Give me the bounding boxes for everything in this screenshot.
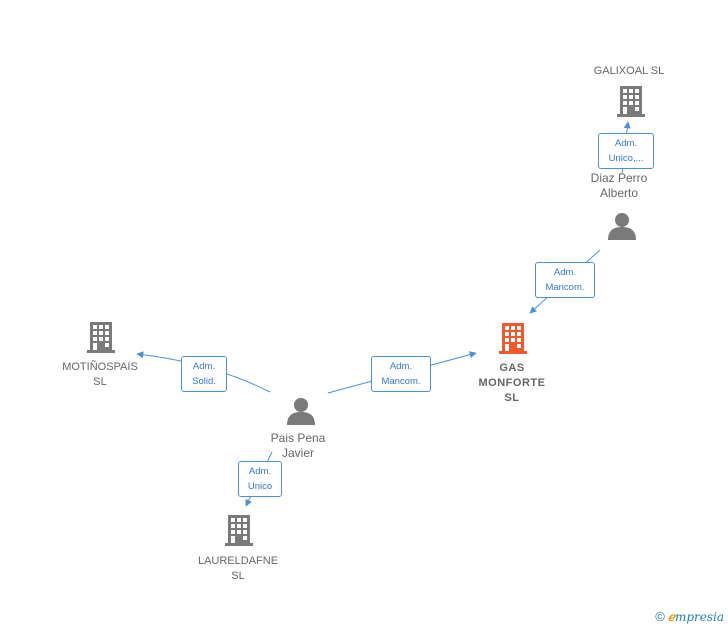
laureldafne-name-line2: SL <box>231 570 245 582</box>
edge-label-diaz-galixoal[interactable]: Adm. Unico,... <box>598 133 654 169</box>
edge-label-line1: Adm. <box>192 361 216 372</box>
diaz-perro-name-line1: Diaz Perro <box>590 171 648 185</box>
pais-pena-label[interactable]: Pais Pena Javier <box>271 431 326 461</box>
edge-label-line2: Unico <box>247 481 273 492</box>
gas-monforte-name-line3: SL <box>504 392 520 404</box>
edge-label-line2: Solid. <box>192 376 216 387</box>
motinospais-label[interactable]: MOTIÑOSPAIS SL <box>62 360 138 390</box>
edge-label-diaz-gas[interactable]: Adm. Mancom. <box>535 262 595 298</box>
diaz-perro-name-line2: Alberto <box>599 186 639 200</box>
pais-pena-person-icon[interactable] <box>287 398 315 425</box>
edge-label-pais-laureldafne[interactable]: Adm. Unico <box>238 461 282 497</box>
gas-monforte-label[interactable]: GAS MONFORTE SL <box>479 361 546 406</box>
edge-label-line2: Unico,... <box>608 153 644 164</box>
copyright-symbol: © <box>655 609 665 624</box>
diaz-perro-person-icon[interactable] <box>608 213 636 240</box>
laureldafne-building-icon[interactable] <box>225 515 253 546</box>
motinospais-name-line1: MOTIÑOSPAIS <box>62 361 138 373</box>
edge-label-line1: Adm. <box>248 466 272 477</box>
empresia-logo[interactable]: ©ℯmpresia <box>655 609 724 624</box>
laureldafne-name-line1: LAURELDAFNE <box>197 555 279 567</box>
motinospais-building-icon[interactable] <box>87 322 115 353</box>
edge-label-line1: Adm. <box>614 138 638 149</box>
galixoal-name: GALIXOAL SL <box>593 65 665 77</box>
pais-pena-name-line1: Pais Pena <box>270 431 326 445</box>
galixoal-building-icon[interactable] <box>617 86 645 117</box>
edge-label-pais-gas[interactable]: Adm. Mancom. <box>371 356 431 392</box>
motinospais-name-line2: SL <box>93 376 107 388</box>
edge-label-line1: Adm. <box>553 267 577 278</box>
galixoal-label[interactable]: GALIXOAL SL <box>594 64 665 79</box>
gas-monforte-building-icon[interactable] <box>499 323 527 354</box>
gas-monforte-name-line1: GAS <box>499 362 525 374</box>
brand-name-rest: mpresia <box>674 610 724 624</box>
brand-e-letter: ℯ <box>667 610 675 624</box>
gas-monforte-name-line2: MONFORTE <box>478 377 546 389</box>
laureldafne-label[interactable]: LAURELDAFNE SL <box>198 554 278 584</box>
diaz-perro-label[interactable]: Diaz Perro Alberto <box>591 171 648 201</box>
edge-label-line2: Mancom. <box>381 376 421 387</box>
edge-label-pais-motinospais[interactable]: Adm. Solid. <box>181 356 227 392</box>
edge-label-line1: Adm. <box>389 361 413 372</box>
pais-pena-name-line2: Javier <box>281 446 315 460</box>
edge-label-line2: Mancom. <box>545 282 585 293</box>
